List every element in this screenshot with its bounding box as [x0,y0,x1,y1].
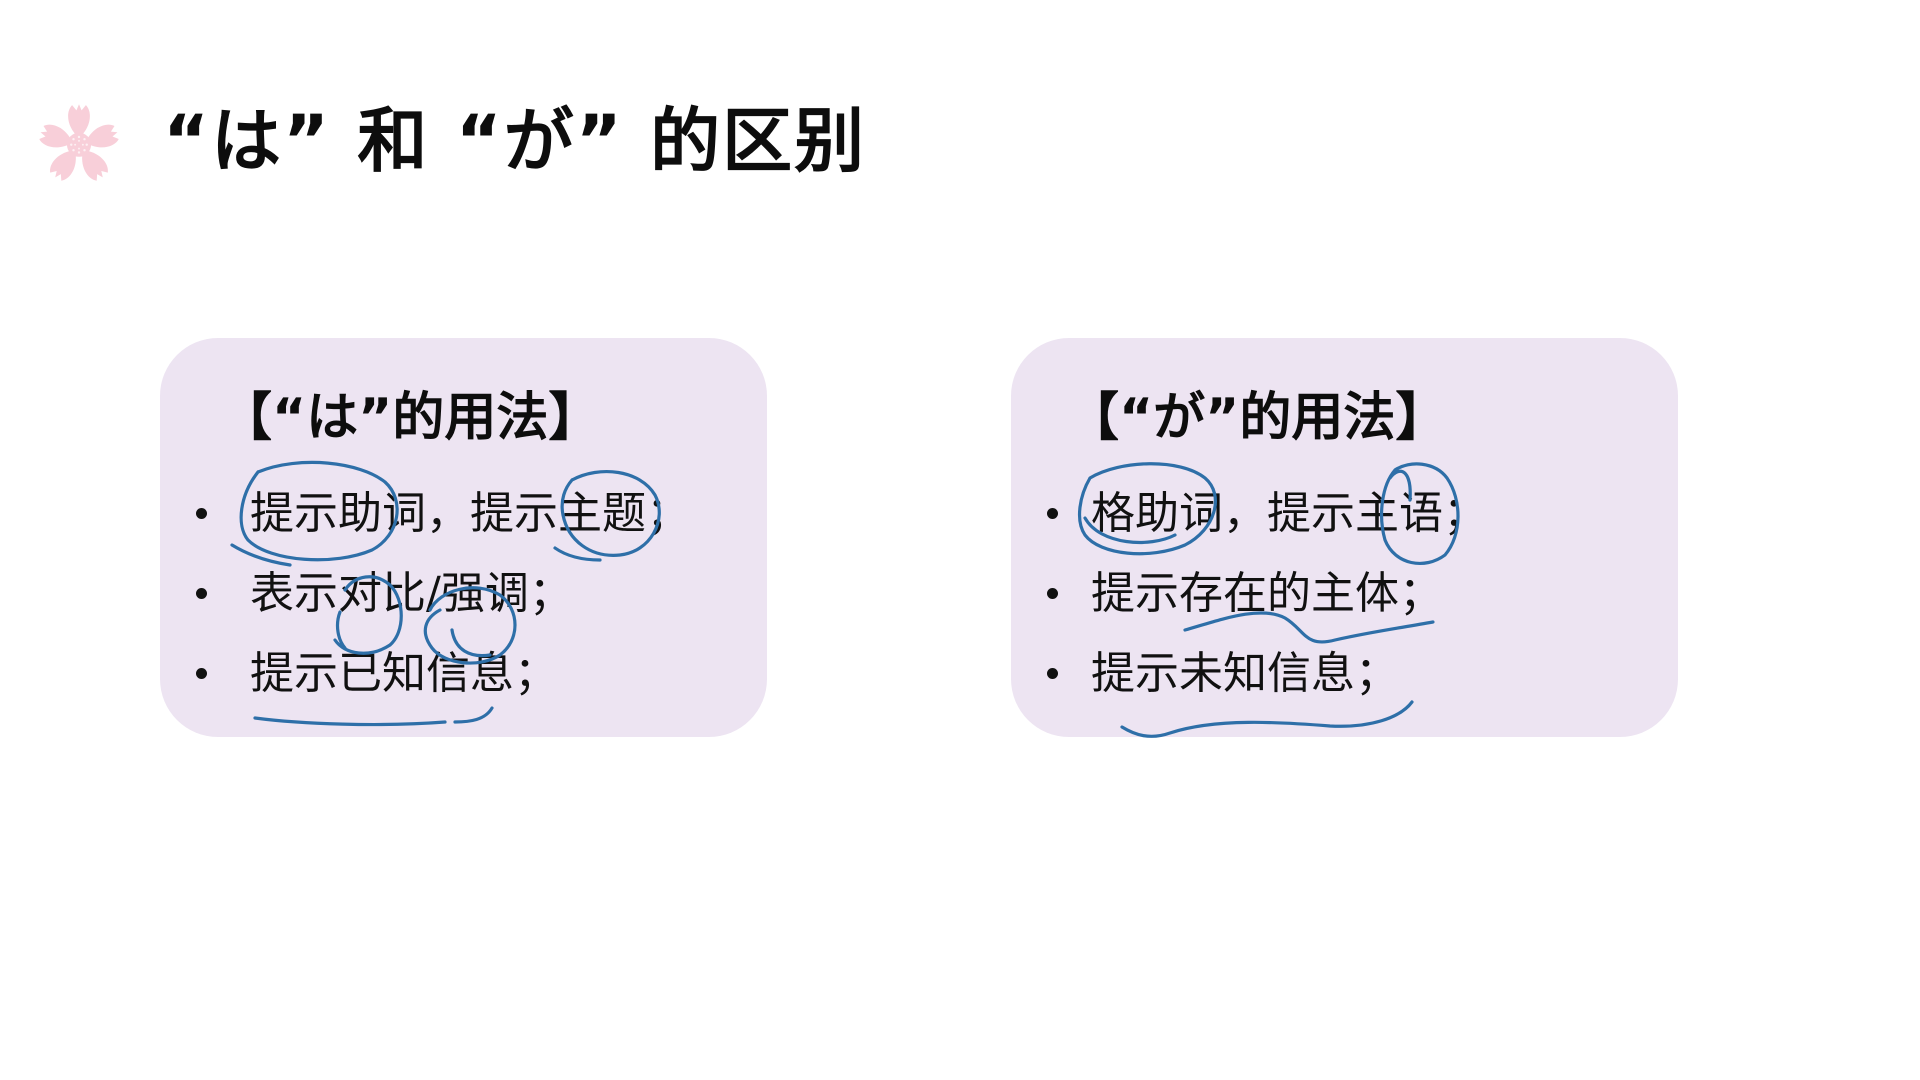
card-heading: 【“が”的用法】 [1067,388,1448,448]
bullet-icon [1047,588,1058,599]
list-item-text: 格助词，提示主语； [1091,488,1487,539]
sakura-flower-icon [39,104,119,181]
slide-title: “は” 和 “が” 的区别 [163,100,867,182]
bullet-icon [196,588,207,599]
bullet-icon [1047,508,1058,519]
ga-usage-card: 【“が”的用法】 格助词，提示主语； 提示存在的主体； 提示未知信息； [1011,338,1678,737]
list-item-text: 提示存在的主体； [1091,568,1443,619]
list-item-text: 表示对比/强调； [250,568,573,619]
card-heading: 【“は”的用法】 [220,388,601,448]
bullet-icon [196,508,207,519]
list-item-text: 提示已知信息； [250,648,558,699]
bullet-icon [1047,668,1058,679]
list-item-text: 提示助词，提示主题； [250,488,690,539]
bullet-icon [196,668,207,679]
list-item-text: 提示未知信息； [1091,648,1399,699]
wa-usage-card: 【“は”的用法】 提示助词，提示主题； 表示对比/强调； 提示已知信息； [160,338,767,737]
